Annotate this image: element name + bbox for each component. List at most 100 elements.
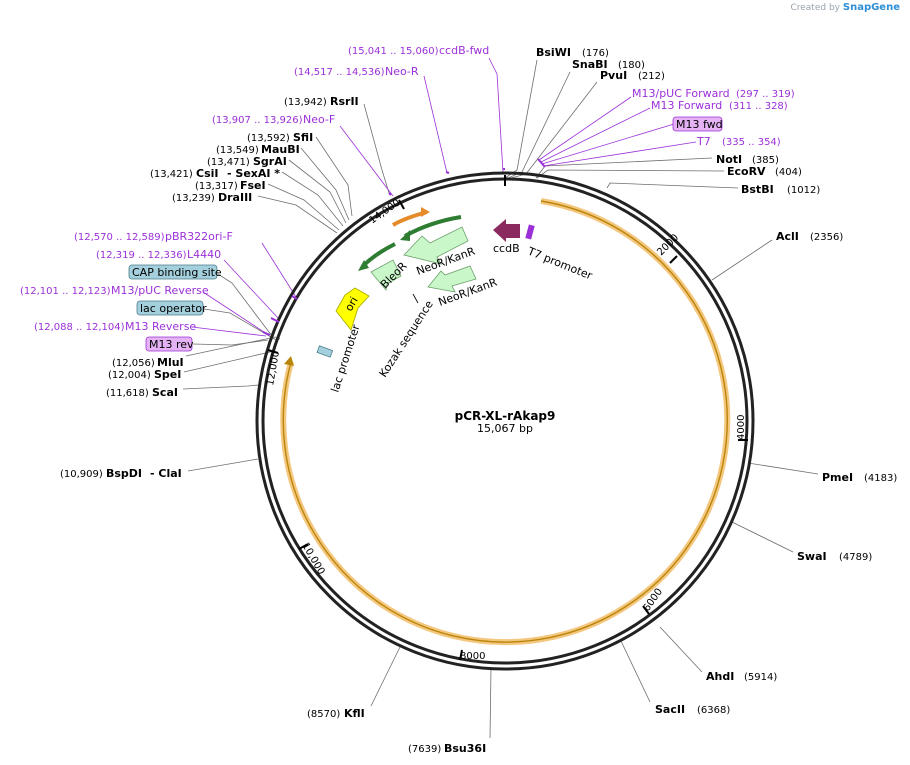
bleor-arrow (370, 259, 402, 291)
enzyme-position: (10,909) (60, 469, 103, 480)
tick-marks (267, 175, 748, 661)
primer-name: L4440 (187, 248, 221, 261)
primer-range: (13,907 .. 13,926) (212, 115, 303, 126)
enzyme-position: (8570) (307, 709, 340, 720)
t7-promoter-marker (525, 224, 535, 240)
tick-label: 4000 (736, 415, 747, 440)
enzyme-name: KflI (344, 707, 365, 720)
enzyme-position: (4183) (864, 473, 897, 484)
enzyme-name: SgrAI (253, 155, 287, 168)
plasmid-length: 15,067 bp (477, 422, 533, 435)
neor-kanr-arrow-2 (427, 265, 477, 293)
primer-name: M13/pUC Reverse (111, 284, 209, 297)
enzyme-name: AhdI (706, 670, 734, 683)
feature-box-cap-binding-site (128, 264, 218, 280)
primer-range: (297 .. 319) (736, 89, 795, 100)
credit-brand: SnapGene (842, 2, 900, 13)
enzyme-position: (176) (582, 48, 609, 59)
primer-name: M13 rev (149, 338, 194, 351)
primer-box-m13-fwd (672, 116, 723, 132)
enzyme-position: (4789) (839, 552, 872, 563)
feature-label-cap-binding-site: CAP binding site (132, 266, 222, 279)
tick-label: 8000 (460, 651, 485, 662)
feature-box-lac-operator (136, 300, 204, 316)
feature-label-kozak: Kozak sequence (377, 298, 436, 380)
enzyme-name: DraIII (218, 191, 252, 204)
ccdB-arrow (493, 219, 520, 242)
enzyme-name: SwaI (797, 550, 827, 563)
enzyme-position: (5914) (744, 672, 777, 683)
enzyme-name: SfiI (293, 131, 313, 144)
enzyme-position: (404) (775, 167, 802, 178)
enzyme-name-extra: - SexAI * (227, 167, 280, 180)
feature-arrows (316, 207, 535, 358)
feature-label-ori: ori (342, 295, 360, 314)
primer-name: Neo-F (303, 113, 335, 126)
enzyme-name: CsiI (196, 167, 218, 180)
enzyme-name: AclI (776, 230, 799, 243)
primer-box-m13-rev (145, 336, 193, 352)
enzyme-position: (13,471) (207, 157, 250, 168)
tick-label: 12,000 (265, 350, 282, 386)
primer-range: (14,517 .. 14,536) (294, 67, 385, 78)
enzyme-position: (1012) (787, 185, 820, 196)
ori-arrow (335, 287, 370, 331)
enzyme-name: BspDI (106, 467, 142, 480)
enzyme-name: PvuI (600, 69, 627, 82)
enzyme-position: (12,004) (108, 370, 151, 381)
enzyme-position: (2356) (810, 232, 843, 243)
primer-name: M13 Forward (651, 99, 722, 112)
insert-feature-core (282, 200, 728, 643)
primer-markers (262, 158, 546, 336)
enzyme-position: (13,421) (150, 169, 193, 180)
enzyme-name: BstBI (741, 183, 774, 196)
primer-name: pBR322ori-F (165, 230, 233, 243)
insert-arrowhead (284, 356, 294, 366)
primer-range: (311 .. 328) (729, 101, 788, 112)
primer-range: (12,088 .. 12,104) (34, 322, 125, 333)
primer-name: T7 (696, 135, 711, 148)
enzyme-name: ScaI (152, 386, 178, 399)
feature-label-ccdB: ccdB (493, 242, 520, 255)
enzyme-position: (13,942) (284, 97, 327, 108)
primer-name: M13/pUC Forward (632, 87, 730, 100)
primer-range: (12,570 .. 12,589) (74, 232, 165, 243)
enzyme-position: (13,549) (216, 145, 259, 156)
feature-label-lac-operator: lac operator (140, 302, 207, 315)
enzyme-position: (212) (638, 71, 665, 82)
credit-prefix: Created by (790, 3, 840, 13)
enzyme-name: FseI (240, 179, 266, 192)
backbone-outer-ring (255, 171, 755, 671)
enzyme-name: MauBI (261, 143, 300, 156)
enzyme-name: NotI (716, 153, 742, 166)
snapgene-credit: Created by SnapGene (790, 2, 900, 13)
enzyme-position: (385) (752, 155, 779, 166)
enzyme-position: (13,317) (195, 181, 238, 192)
enzyme-position: (12,056) (112, 358, 155, 369)
primer-range: (335 .. 354) (722, 137, 781, 148)
enzyme-position: (6368) (697, 705, 730, 716)
enzyme-position: (13,239) (172, 193, 215, 204)
enzyme-name: BsiWI (536, 46, 571, 59)
primer-range: (15,041 .. 15,060) (348, 46, 439, 57)
enzyme-name: SacII (655, 703, 685, 716)
enzyme-position: (11,618) (106, 388, 149, 399)
neor-kanr-arrow-1 (403, 226, 469, 265)
enzyme-name: PmeI (822, 471, 853, 484)
feature-label-t7-promoter: T7 promoter (525, 244, 595, 282)
primer-range: (12,101 .. 12,123) (20, 286, 111, 297)
plasmid-name: pCR-XL-rAkap9 (455, 409, 556, 423)
primer-name: ccdB-fwd (439, 44, 489, 57)
enzyme-name-extra: - ClaI (150, 467, 182, 480)
enzyme-name: SnaBI (572, 58, 608, 71)
enzyme-name: MluI (157, 356, 184, 369)
primer-leader-lines (191, 57, 697, 346)
primer-name: Neo-R (385, 65, 419, 78)
lac-promoter-marker (316, 345, 334, 358)
primer-range: (12,319 .. 12,336) (96, 250, 187, 261)
enzyme-name: Bsu36I (444, 742, 486, 755)
primer-name: M13 fwd (676, 118, 723, 131)
enzyme-position: (7639) (408, 744, 441, 755)
enzyme-name: SpeI (154, 368, 181, 381)
